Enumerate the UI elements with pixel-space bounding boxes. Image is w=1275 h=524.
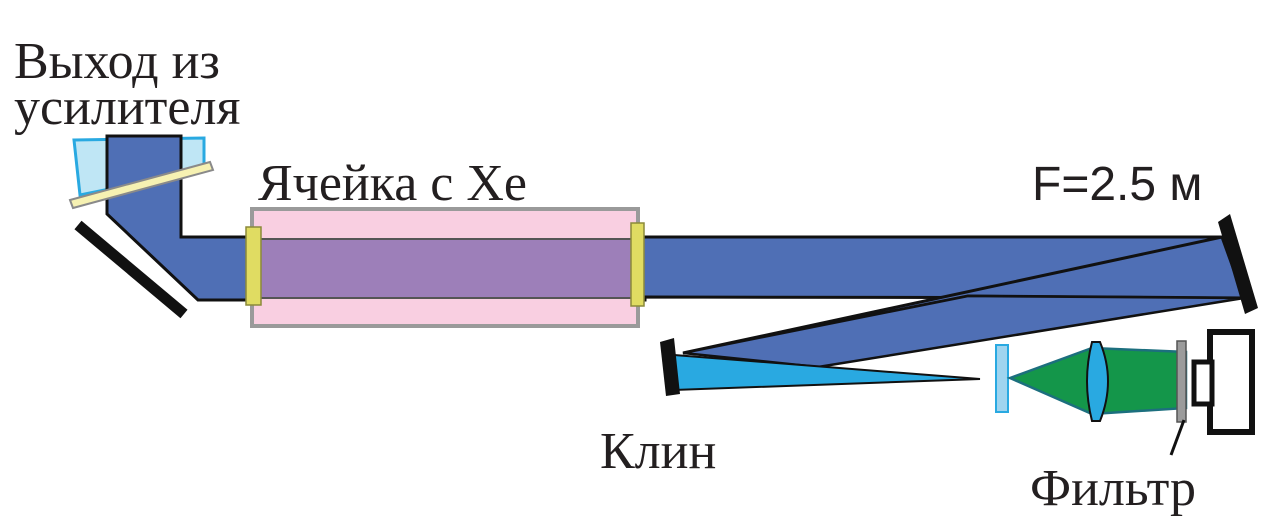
filter-label: Фильтр [1030,460,1196,517]
beam-splitter-plate [68,160,215,210]
filter-pointer [1169,419,1186,456]
wedge [660,338,680,396]
imaging-lens [1086,341,1109,422]
xe-cell-exit-window [630,222,645,307]
camera-icon [1191,329,1255,435]
focal-length-label: F=2.5 м [1032,158,1202,211]
focusing-mirror [1218,214,1258,314]
fold-mirror [74,220,188,319]
amplifier-output-label-line1: Выход из [14,33,220,90]
xe-cell-entrance-window [245,226,262,306]
amplifier-output-label-line2: усилителя [14,79,240,136]
filter-element [1176,340,1187,423]
xe-cell [245,207,645,328]
wedge-label: Клин [600,423,716,480]
attenuator-plate [995,344,1009,413]
xe-cell-label: Ячейка с Хе [258,155,527,212]
xe-cell-beam-overlay [254,239,636,298]
